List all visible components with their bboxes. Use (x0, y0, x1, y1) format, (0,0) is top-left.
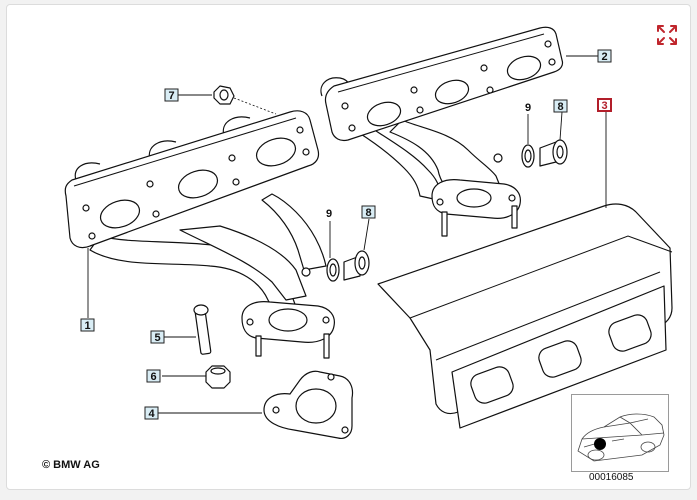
hex-nut[interactable] (213, 85, 235, 105)
svg-text:1: 1 (84, 320, 90, 332)
callout-6[interactable]: 6 (146, 369, 161, 383)
svg-text:6: 6 (150, 371, 156, 383)
drawing-number: 00016085 (589, 472, 634, 483)
vehicle-locator-thumbnail[interactable] (571, 394, 669, 472)
sleeve-upper[interactable] (539, 139, 568, 167)
callout-9-middle[interactable]: 9 (326, 208, 332, 220)
expand-arrows-icon[interactable] (654, 22, 680, 48)
callout-9-upper[interactable]: 9 (525, 102, 531, 114)
collar-nut[interactable] (205, 365, 231, 389)
heat-shield[interactable] (377, 203, 673, 429)
svg-text:8: 8 (365, 207, 371, 219)
callout-8-upper[interactable]: 8 (553, 99, 568, 113)
callout-4[interactable]: 4 (144, 406, 159, 420)
svg-text:3: 3 (601, 100, 607, 112)
svg-text:4: 4 (148, 408, 155, 420)
svg-text:5: 5 (154, 332, 160, 344)
callout-2[interactable]: 2 (597, 49, 612, 63)
callout-7[interactable]: 7 (164, 88, 179, 102)
sleeve-middle[interactable] (343, 250, 370, 281)
callout-1[interactable]: 1 (80, 318, 95, 332)
svg-text:8: 8 (557, 101, 563, 113)
callout-3-highlighted[interactable]: 3 (597, 98, 612, 112)
washer-upper[interactable] (521, 144, 535, 168)
copyright-label: © BMW AG (42, 459, 100, 471)
stud-bolt[interactable] (193, 304, 212, 355)
washer-middle[interactable] (326, 258, 340, 282)
callout-8-middle[interactable]: 8 (361, 205, 376, 219)
svg-text:2: 2 (601, 51, 607, 63)
callout-5[interactable]: 5 (150, 330, 165, 344)
location-marker-dot (594, 438, 606, 450)
svg-text:7: 7 (168, 90, 174, 102)
exhaust-manifold-front[interactable] (64, 110, 335, 359)
leader-lines (87, 55, 607, 414)
exhaust-manifold-rear[interactable] (320, 26, 564, 237)
gasket[interactable] (263, 370, 354, 439)
